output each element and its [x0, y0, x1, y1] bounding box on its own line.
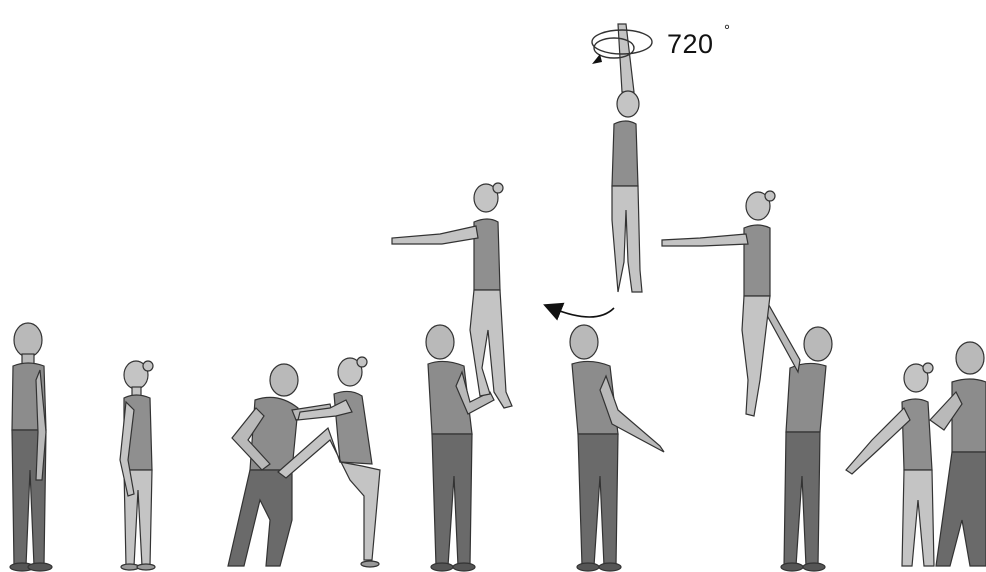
woman-stepping-onto-knee [277, 356, 381, 568]
cropped-caption-mask [466, 0, 666, 21]
rotation-arrow-floor [543, 302, 615, 321]
man-standing-2 [569, 324, 665, 572]
woman-standing-1 [119, 360, 156, 571]
man-standing-1 [9, 322, 53, 572]
man-crouching-base [227, 363, 333, 567]
woman-landing-arms-forward [661, 190, 776, 417]
woman-final-pose [845, 362, 935, 567]
woman-lifted-arms-forward [391, 182, 513, 409]
man-supporting-lift [425, 324, 495, 572]
man-final-pose [929, 341, 986, 567]
rotation-amount-label: 720 [667, 29, 714, 59]
woman-spinning-airborne [591, 23, 653, 293]
man-catching [756, 299, 833, 572]
degree-symbol: ° [724, 22, 730, 39]
